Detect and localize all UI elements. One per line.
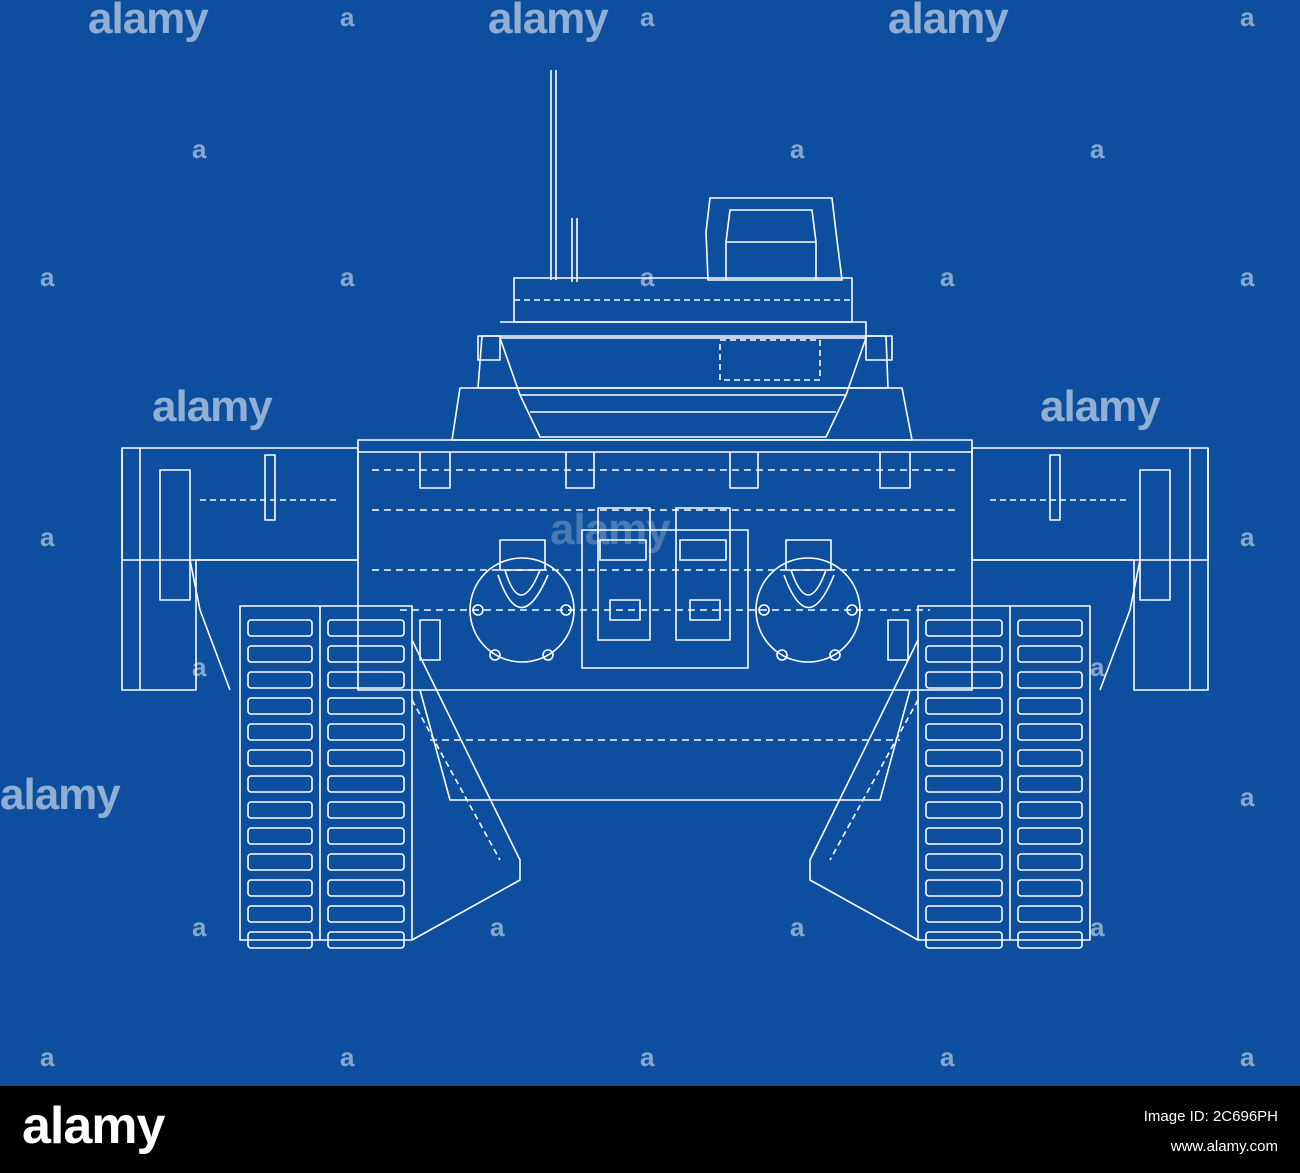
track-link: [925, 645, 1003, 663]
watermark: alamy: [1040, 382, 1161, 431]
right-fender: [971, 447, 1209, 691]
track-link: [1017, 905, 1083, 923]
track-link: [247, 931, 313, 949]
track-link: [925, 801, 1003, 819]
track-link: [327, 801, 405, 819]
watermark-mark: a: [1240, 2, 1255, 32]
image-id: Image ID: 2C696PH: [1143, 1108, 1278, 1125]
track-link: [327, 619, 405, 637]
track-link: [925, 879, 1003, 897]
watermark-mark: a: [1240, 522, 1255, 552]
track-link: [925, 853, 1003, 871]
track-link: [247, 827, 313, 845]
track-link: [925, 697, 1003, 715]
track-link: [247, 879, 313, 897]
footer-bar: alamy Image ID: 2C696PH www.alamy.com: [0, 1086, 1300, 1173]
watermark: alamy: [88, 0, 209, 43]
watermark-mark: a: [1090, 652, 1105, 682]
track-link: [247, 749, 313, 767]
left-track: [239, 605, 521, 941]
track-link: [1017, 671, 1083, 689]
watermark-mark: a: [940, 262, 955, 292]
watermark: alamy: [888, 0, 1009, 43]
track-link: [1017, 879, 1083, 897]
track-link: [925, 723, 1003, 741]
track-link: [247, 697, 313, 715]
left-fender: [121, 447, 359, 691]
track-link: [1017, 931, 1083, 949]
track-link: [327, 749, 405, 767]
hull: [357, 439, 973, 801]
tank-wireframe-drawing: [121, 70, 1209, 949]
watermark-mark: a: [1240, 1042, 1255, 1072]
track-link: [1017, 749, 1083, 767]
track-link: [327, 723, 405, 741]
track-link: [327, 879, 405, 897]
watermark-mark: a: [490, 912, 505, 942]
track-link: [247, 671, 313, 689]
tow-hook-left: [469, 539, 575, 663]
watermark-mark: a: [1240, 782, 1255, 812]
watermark: alamy: [0, 770, 121, 819]
right-track-links: [925, 619, 1083, 949]
track-link: [1017, 723, 1083, 741]
track-link: [327, 775, 405, 793]
watermark: alamy: [488, 0, 609, 43]
blueprint-canvas: alamy alamy alamy alamy alamy alamy alam…: [0, 0, 1300, 1086]
track-link: [925, 671, 1003, 689]
track-link: [327, 697, 405, 715]
watermark-mark: a: [1090, 912, 1105, 942]
watermark-mark: a: [1090, 134, 1105, 164]
track-link: [327, 905, 405, 923]
tow-hook-right: [755, 539, 861, 663]
track-link: [925, 749, 1003, 767]
antenna: [550, 70, 578, 282]
track-link: [925, 775, 1003, 793]
watermark-mark: a: [340, 2, 355, 32]
watermark-mark: a: [790, 912, 805, 942]
watermark-mark: a: [940, 1042, 955, 1072]
track-link: [925, 827, 1003, 845]
footer-logo: alamy: [22, 1097, 165, 1155]
track-link: [247, 645, 313, 663]
track-link: [247, 619, 313, 637]
site-url: www.alamy.com: [1170, 1138, 1278, 1155]
watermark-mark: a: [40, 262, 55, 292]
track-link: [327, 645, 405, 663]
track-link: [1017, 697, 1083, 715]
track-link: [1017, 853, 1083, 871]
watermark-mark: a: [640, 1042, 655, 1072]
watermark-mark: a: [192, 134, 207, 164]
track-link: [925, 905, 1003, 923]
track-link: [1017, 619, 1083, 637]
track-link: [327, 671, 405, 689]
watermark-mark: a: [40, 1042, 55, 1072]
watermark-mark: a: [340, 262, 355, 292]
right-track: [809, 605, 1091, 941]
track-link: [247, 853, 313, 871]
track-link: [247, 801, 313, 819]
watermark-mark: a: [192, 912, 207, 942]
watermark-mark: a: [640, 262, 655, 292]
track-link: [1017, 645, 1083, 663]
watermark-mark: a: [40, 522, 55, 552]
watermark-mark: a: [340, 1042, 355, 1072]
track-link: [1017, 801, 1083, 819]
track-link: [247, 723, 313, 741]
watermark: alamy: [152, 382, 273, 431]
track-link: [327, 853, 405, 871]
track-link: [247, 905, 313, 923]
track-link: [327, 931, 405, 949]
track-link: [925, 931, 1003, 949]
watermark-mark: a: [790, 134, 805, 164]
track-link: [1017, 775, 1083, 793]
watermark-mark: a: [1240, 262, 1255, 292]
left-track-links: [247, 619, 405, 949]
watermark-mark: a: [640, 2, 655, 32]
track-link: [247, 775, 313, 793]
turret: [451, 197, 913, 441]
track-link: [327, 827, 405, 845]
track-link: [1017, 827, 1083, 845]
track-link: [925, 619, 1003, 637]
